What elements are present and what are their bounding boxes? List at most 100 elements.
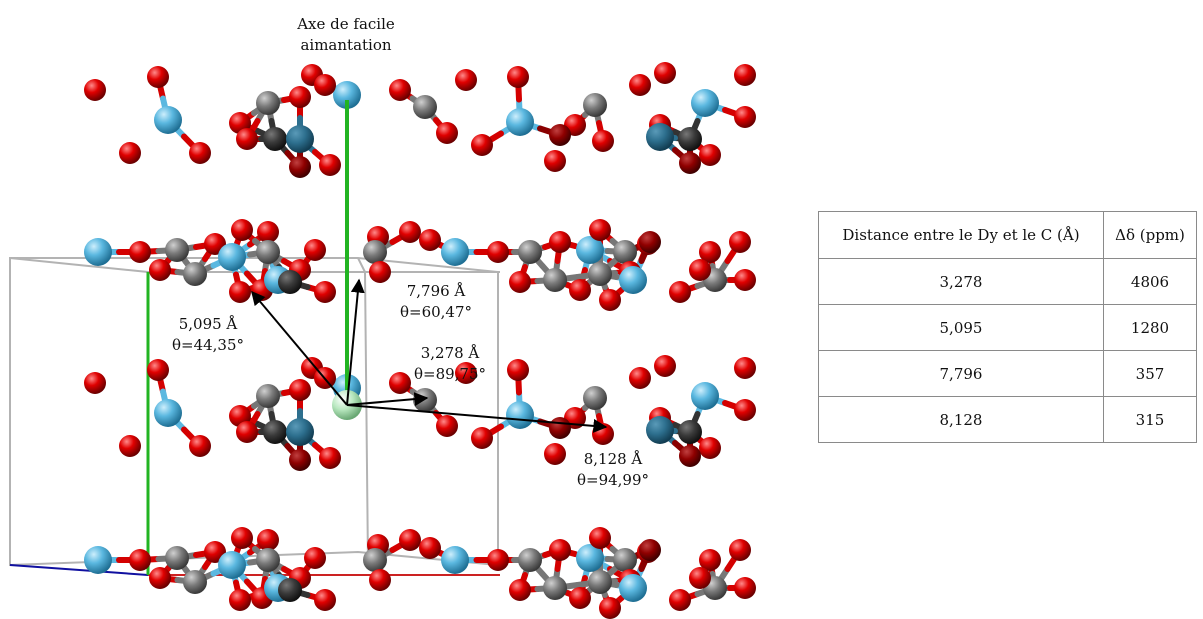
oxygen-atom (149, 259, 171, 281)
oxygen-atom (699, 437, 721, 459)
carbon-atom (183, 262, 207, 286)
angle-value: θ=94,99° (576, 471, 650, 489)
dy-atom (441, 238, 469, 266)
carbon-atom (256, 240, 280, 264)
oxygen-atom (509, 579, 531, 601)
oxygen-atom (549, 231, 571, 253)
dy-atom (646, 416, 674, 444)
oxygen-atom (734, 357, 756, 379)
oxygen-atom (699, 144, 721, 166)
oxygen-atom (129, 241, 151, 263)
oxygen-atom (639, 539, 661, 561)
oxygen-atom (487, 549, 509, 571)
carbon-atom (613, 240, 637, 264)
dy-atom (619, 574, 647, 602)
carbon-atom (518, 240, 542, 264)
oxygen-atom (507, 66, 529, 88)
oxygen-atom (189, 435, 211, 457)
oxygen-atom (654, 62, 676, 84)
oxygen-atom (471, 427, 493, 449)
oxygen-atom (471, 134, 493, 156)
arrow-8128 (346, 404, 608, 433)
carbon-atom (278, 270, 302, 294)
oxygen-atom (599, 597, 621, 619)
carbon-atom (165, 238, 189, 262)
dy-atom (646, 123, 674, 151)
dy-atom (154, 399, 182, 427)
oxygen-atom (314, 589, 336, 611)
oxygen-atom (129, 549, 151, 571)
oxygen-atom (419, 537, 441, 559)
oxygen-atom (236, 128, 258, 150)
oxygen-atom (589, 527, 611, 549)
oxygen-atom (569, 587, 591, 609)
header-distance: Distance entre le Dy et le C (Å) (818, 211, 1104, 259)
cell-distance: 5,095 (818, 304, 1104, 351)
layer-2 (84, 219, 756, 311)
oxygen-atom (314, 74, 336, 96)
oxygen-atom (389, 79, 411, 101)
oxygen-atom (734, 577, 756, 599)
oxygen-atom (599, 289, 621, 311)
oxygen-atom (399, 221, 421, 243)
crystal-structure-diagram (9, 62, 756, 619)
oxygen-atom (549, 417, 571, 439)
oxygen-atom (669, 589, 691, 611)
carbon-atom (678, 420, 702, 444)
dy-atom (84, 238, 112, 266)
dy-atom (506, 108, 534, 136)
carbon-atom (263, 127, 287, 151)
dy-atom (286, 125, 314, 153)
oxygen-atom (549, 124, 571, 146)
oxygen-atom (289, 86, 311, 108)
oxygen-atom (679, 445, 701, 467)
oxygen-atom (289, 449, 311, 471)
oxygen-atom (231, 527, 253, 549)
dy-atom (506, 401, 534, 429)
oxygen-atom (369, 261, 391, 283)
oxygen-atom (304, 547, 326, 569)
oxygen-atom (399, 529, 421, 551)
label-8128: 8,128 Å θ=94,99° (563, 449, 663, 491)
distance-value: 8,128 Å (583, 450, 643, 468)
dy-atom (154, 106, 182, 134)
oxygen-atom (257, 529, 279, 551)
oxygen-atom (189, 142, 211, 164)
oxygen-atom (289, 379, 311, 401)
oxygen-atom (689, 567, 711, 589)
carbon-atom (183, 570, 207, 594)
oxygen-atom (669, 281, 691, 303)
oxygen-atom (314, 281, 336, 303)
easy-axis-label-line1: Axe de facile (297, 15, 395, 33)
dy-atom (441, 546, 469, 574)
dy-atom (333, 81, 361, 109)
carbon-atom (363, 240, 387, 264)
distance-value: 3,278 Å (420, 344, 480, 362)
carbon-atom (583, 386, 607, 410)
oxygen-atom (699, 241, 721, 263)
carbon-atom (263, 420, 287, 444)
oxygen-atom (289, 156, 311, 178)
dy-atom (218, 243, 246, 271)
oxygen-atom (629, 367, 651, 389)
dy-atom (691, 382, 719, 410)
oxygen-atom (84, 372, 106, 394)
dy-atom (576, 236, 604, 264)
oxygen-atom (369, 569, 391, 591)
carbon-atom (543, 268, 567, 292)
oxygen-atom (149, 567, 171, 589)
oxygen-atom (389, 372, 411, 394)
arrow-5095 (251, 290, 348, 406)
oxygen-atom (147, 359, 169, 381)
easy-axis-label-line2: aimantation (300, 36, 392, 54)
table-header-row: Distance entre le Dy et le C (Å) Δδ (ppm… (818, 211, 1197, 259)
oxygen-atom (319, 447, 341, 469)
label-5095: 5,095 Å θ=44,35° (158, 314, 258, 356)
distance-arrows (251, 278, 608, 433)
oxygen-atom (734, 106, 756, 128)
oxygen-atom (729, 231, 751, 253)
carbon-atom (256, 548, 280, 572)
oxygen-atom (629, 74, 651, 96)
oxygen-atom (257, 221, 279, 243)
oxygen-atom (147, 66, 169, 88)
